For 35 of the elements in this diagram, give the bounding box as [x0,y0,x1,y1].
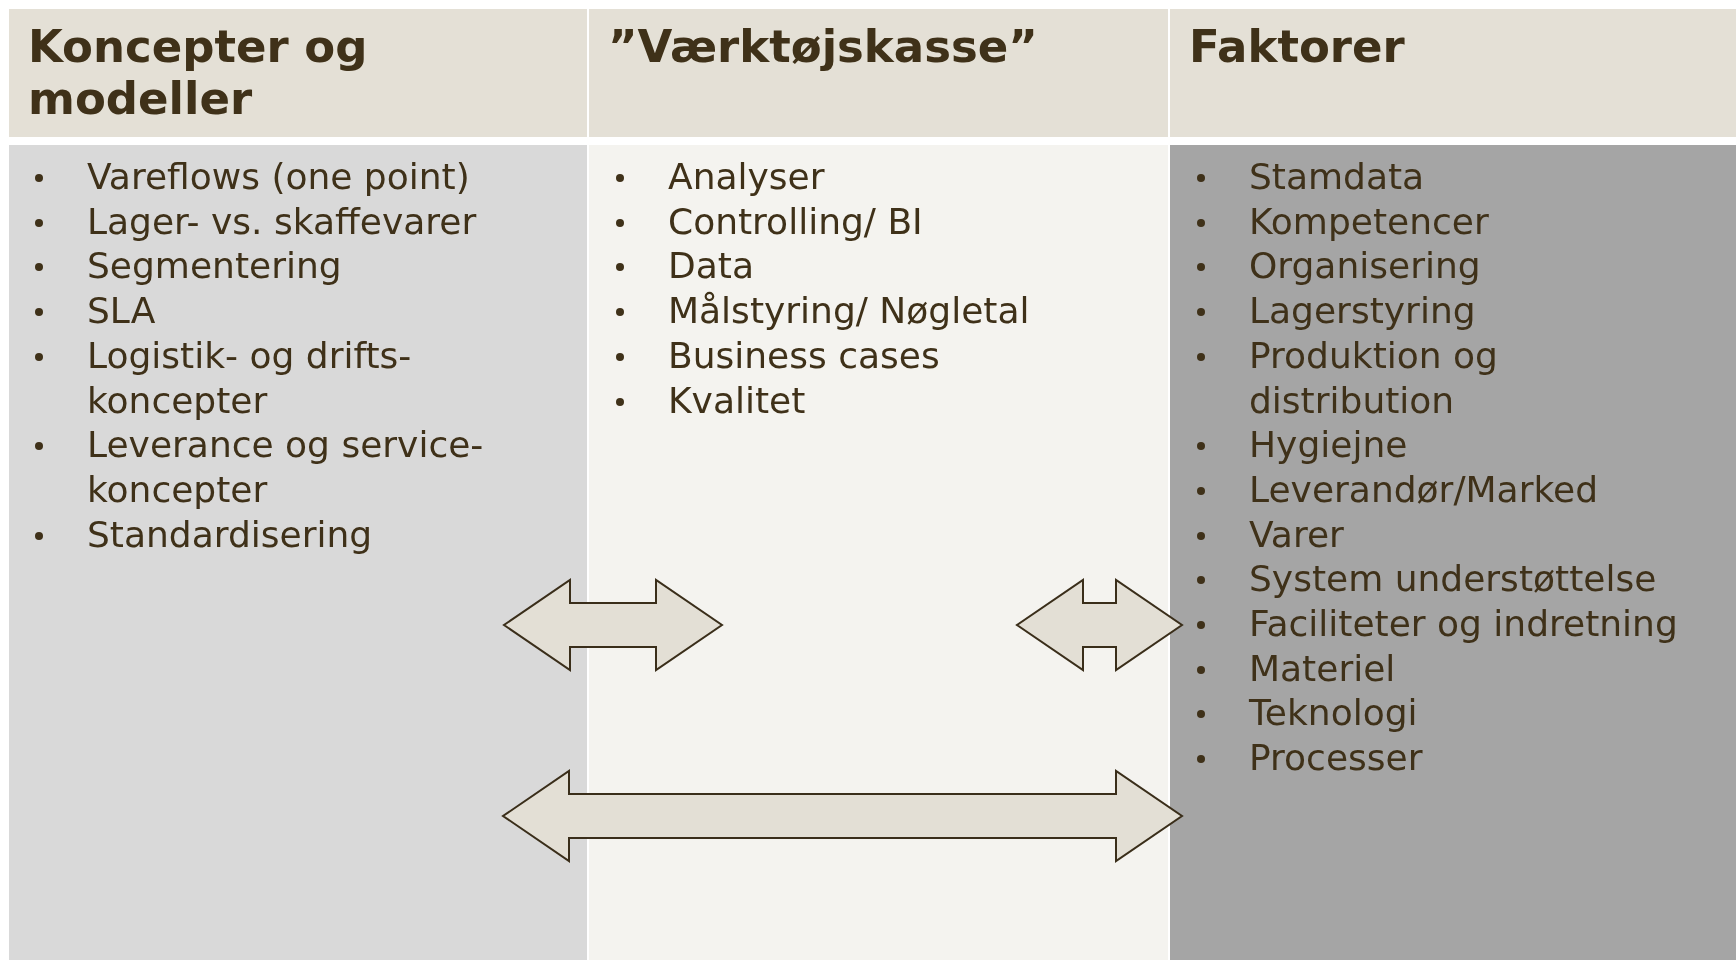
bullet-item: Produktion og distribution [1249,333,1704,424]
column-heading: Faktorer [1189,21,1406,73]
bullet-item: Kompetencer [1249,199,1704,245]
bullet-item: System understøttelse [1249,557,1704,603]
bullet-item: Lagerstyring [1249,289,1704,334]
bullet-item: Logistik- og drifts-koncepter [87,333,527,424]
bullet-item: Stamdata [1249,155,1704,200]
bullet-item: Teknologi [1249,691,1704,737]
column-heading: Koncepter og modeller [28,21,369,125]
bullet-item: Organisering [1249,244,1704,290]
bullet-item: Business cases [668,333,1138,379]
double-block-arrow [1015,578,1184,672]
bullet-item: Segmentering [87,244,527,290]
double-block-arrow [501,769,1184,863]
bullet-item: Vareflows (one point) [87,155,527,200]
bullet-item: Hygiejne [1249,423,1704,468]
bullet-item: Målstyring/ Nøgletal [668,289,1138,334]
column-panel [9,9,587,960]
bullet-item: Processer [1249,736,1704,781]
bullet-item: Materiel [1249,646,1704,692]
column-panel [589,9,1168,960]
bullet-item: Kvalitet [668,378,1138,424]
bullet-item: Faciliteter og indretning [1249,602,1704,647]
bullet-item: Controlling/ BI [668,199,1138,245]
column-heading: ”Værktøjskasse” [608,21,1039,73]
bullet-item: Lager- vs. skaffevarer [87,199,527,245]
bullet-item: Leverance og service-koncepter [87,423,527,513]
bullet-item: Varer [1249,512,1704,558]
bullet-item: SLA [87,289,527,334]
bullet-item: Analyser [668,155,1138,200]
bullet-item: Data [668,244,1138,290]
bullet-item: Standardisering [87,512,527,558]
column-panel [1170,9,1736,960]
double-block-arrow [502,578,724,672]
bullet-item: Leverandør/Marked [1249,467,1704,513]
